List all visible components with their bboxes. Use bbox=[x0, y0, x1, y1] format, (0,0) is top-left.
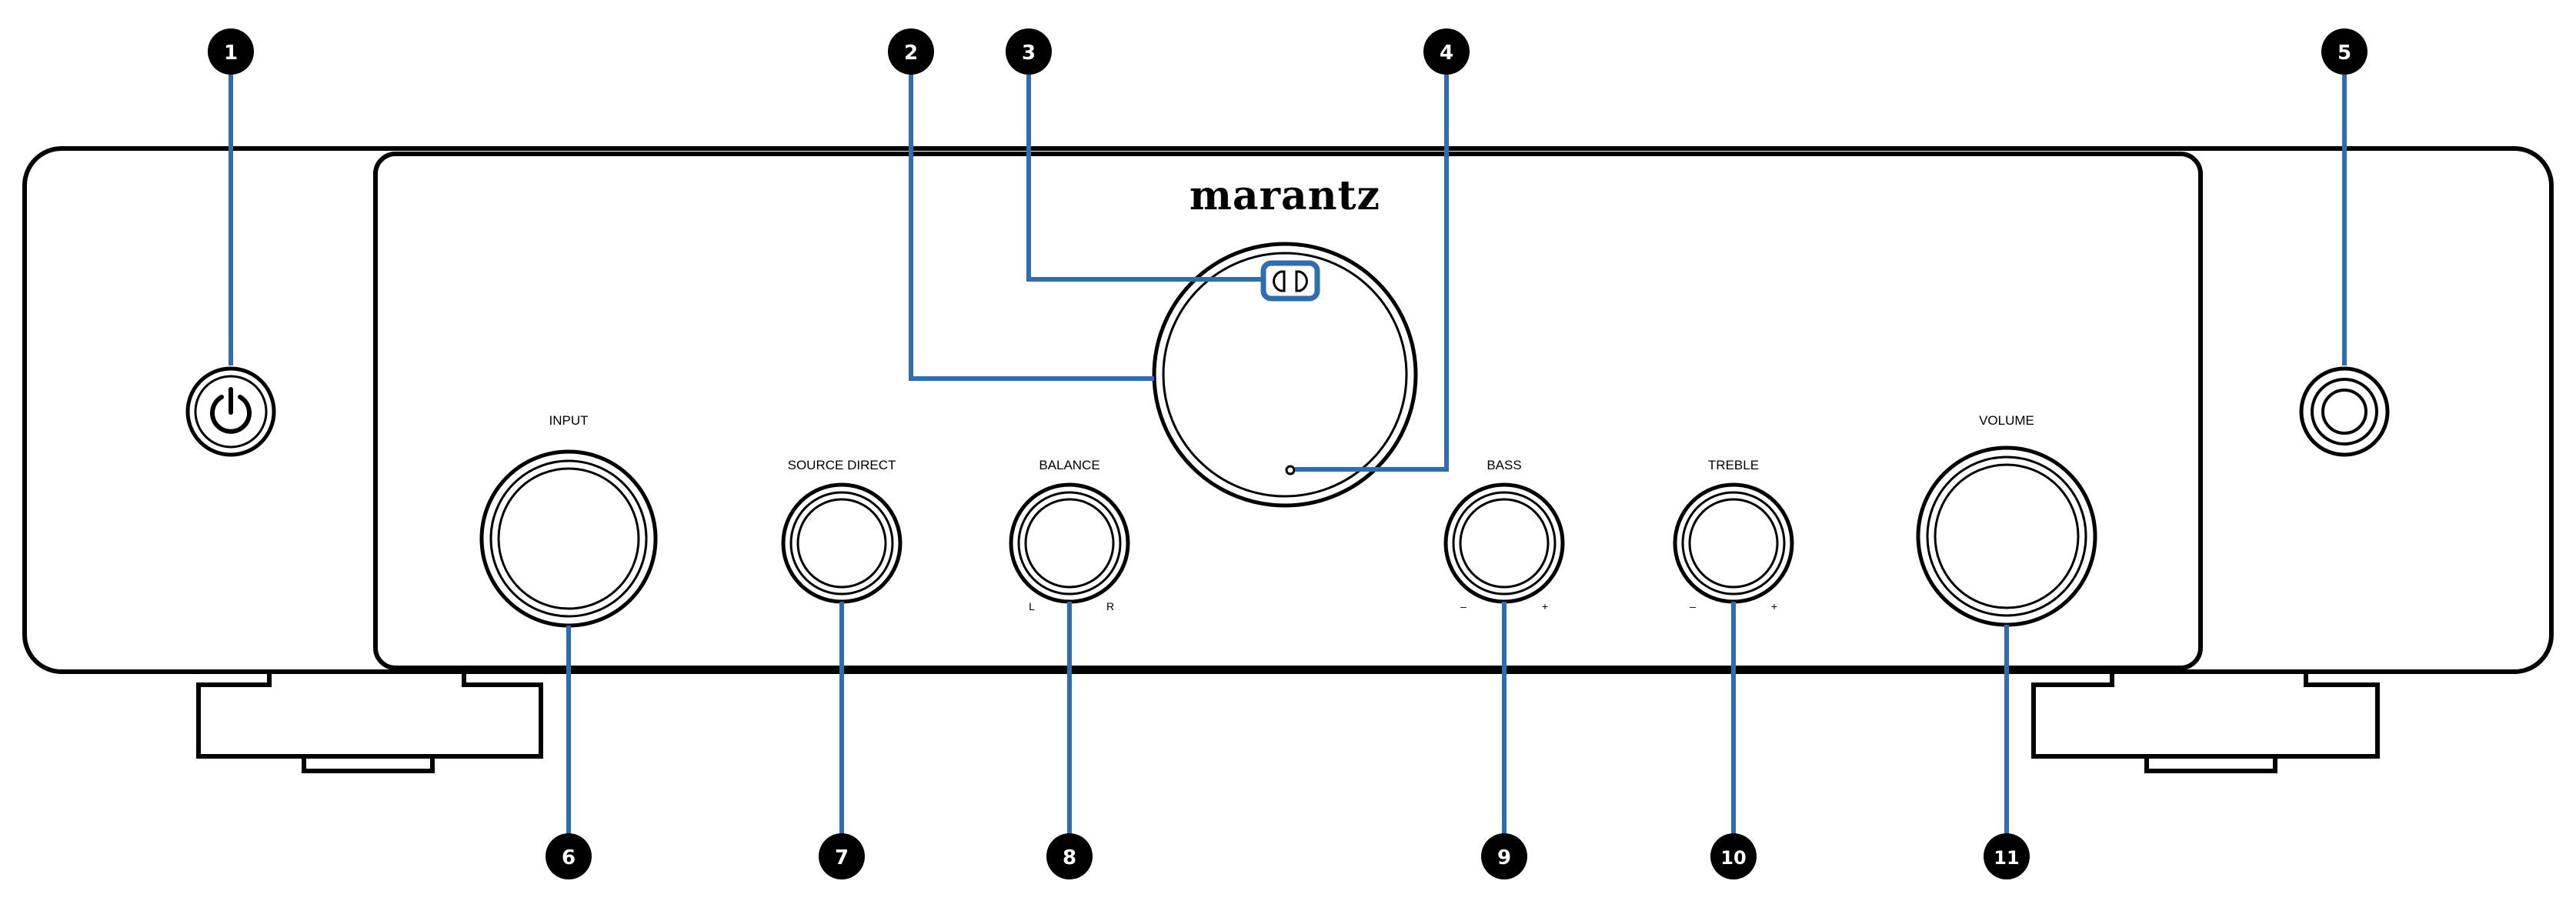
callout-4: 4 bbox=[1423, 28, 1470, 75]
callout-11: 11 bbox=[1984, 833, 2030, 879]
balance-left-label: L bbox=[1029, 600, 1035, 612]
source-direct-label: SOURCE DIRECT bbox=[788, 458, 896, 472]
svg-text:8: 8 bbox=[1063, 846, 1076, 869]
svg-text:5: 5 bbox=[2337, 42, 2351, 65]
svg-text:11: 11 bbox=[1994, 847, 2019, 869]
callout-2: 2 bbox=[888, 28, 934, 75]
input-knob[interactable] bbox=[479, 449, 658, 628]
volume-label: VOLUME bbox=[1979, 413, 2034, 428]
callout-6: 6 bbox=[546, 833, 592, 879]
remote-sensor bbox=[1285, 465, 1296, 476]
svg-text:10: 10 bbox=[1720, 847, 1746, 869]
callout-10: 10 bbox=[1710, 833, 1757, 879]
svg-text:4: 4 bbox=[1440, 42, 1453, 65]
leader-lines bbox=[229, 71, 2347, 837]
bass-knob[interactable] bbox=[1443, 482, 1565, 604]
svg-text:7: 7 bbox=[835, 846, 849, 869]
bass-label: BASS bbox=[1487, 458, 1521, 472]
leader-3 bbox=[1026, 71, 1263, 282]
indicator-right bbox=[1295, 270, 1308, 292]
svg-text:3: 3 bbox=[1022, 42, 1036, 65]
balance-knob[interactable] bbox=[1009, 482, 1130, 604]
callout-9: 9 bbox=[1481, 833, 1527, 879]
treble-knob[interactable] bbox=[1673, 482, 1794, 604]
callout-1: 1 bbox=[208, 28, 254, 75]
svg-text:9: 9 bbox=[1497, 846, 1511, 869]
front-panel bbox=[373, 152, 2203, 670]
power-icon bbox=[210, 387, 252, 434]
svg-text:1: 1 bbox=[224, 42, 238, 65]
leader-2 bbox=[909, 71, 1154, 381]
display-window bbox=[1152, 242, 1418, 508]
bass-plus-label: + bbox=[1542, 600, 1548, 612]
callout-5: 5 bbox=[2321, 28, 2367, 75]
volume-knob[interactable] bbox=[1916, 445, 2097, 627]
treble-minus-label: – bbox=[1690, 600, 1696, 612]
leader-4 bbox=[1295, 71, 1449, 472]
callout-8: 8 bbox=[1046, 833, 1093, 879]
callout-7: 7 bbox=[819, 833, 865, 879]
right-foot bbox=[2031, 671, 2380, 773]
indicator-left bbox=[1273, 270, 1286, 292]
input-label: INPUT bbox=[549, 413, 589, 428]
chassis bbox=[22, 146, 2554, 674]
left-foot bbox=[196, 671, 543, 773]
bass-minus-label: – bbox=[1460, 600, 1467, 612]
headphone-jack[interactable] bbox=[2299, 366, 2390, 457]
power-button[interactable] bbox=[185, 366, 276, 457]
source-direct-button[interactable] bbox=[781, 482, 903, 604]
treble-label: TREBLE bbox=[1708, 458, 1759, 472]
brand-logo: marantz bbox=[1190, 172, 1380, 219]
svg-text:2: 2 bbox=[904, 42, 918, 65]
treble-plus-label: + bbox=[1771, 600, 1777, 612]
svg-text:6: 6 bbox=[562, 846, 576, 869]
callout-3: 3 bbox=[1006, 28, 1052, 75]
chassis-outline bbox=[22, 146, 2554, 674]
balance-label: BALANCE bbox=[1039, 458, 1099, 472]
balance-right-label: R bbox=[1106, 600, 1114, 612]
indicators bbox=[1260, 260, 1320, 302]
